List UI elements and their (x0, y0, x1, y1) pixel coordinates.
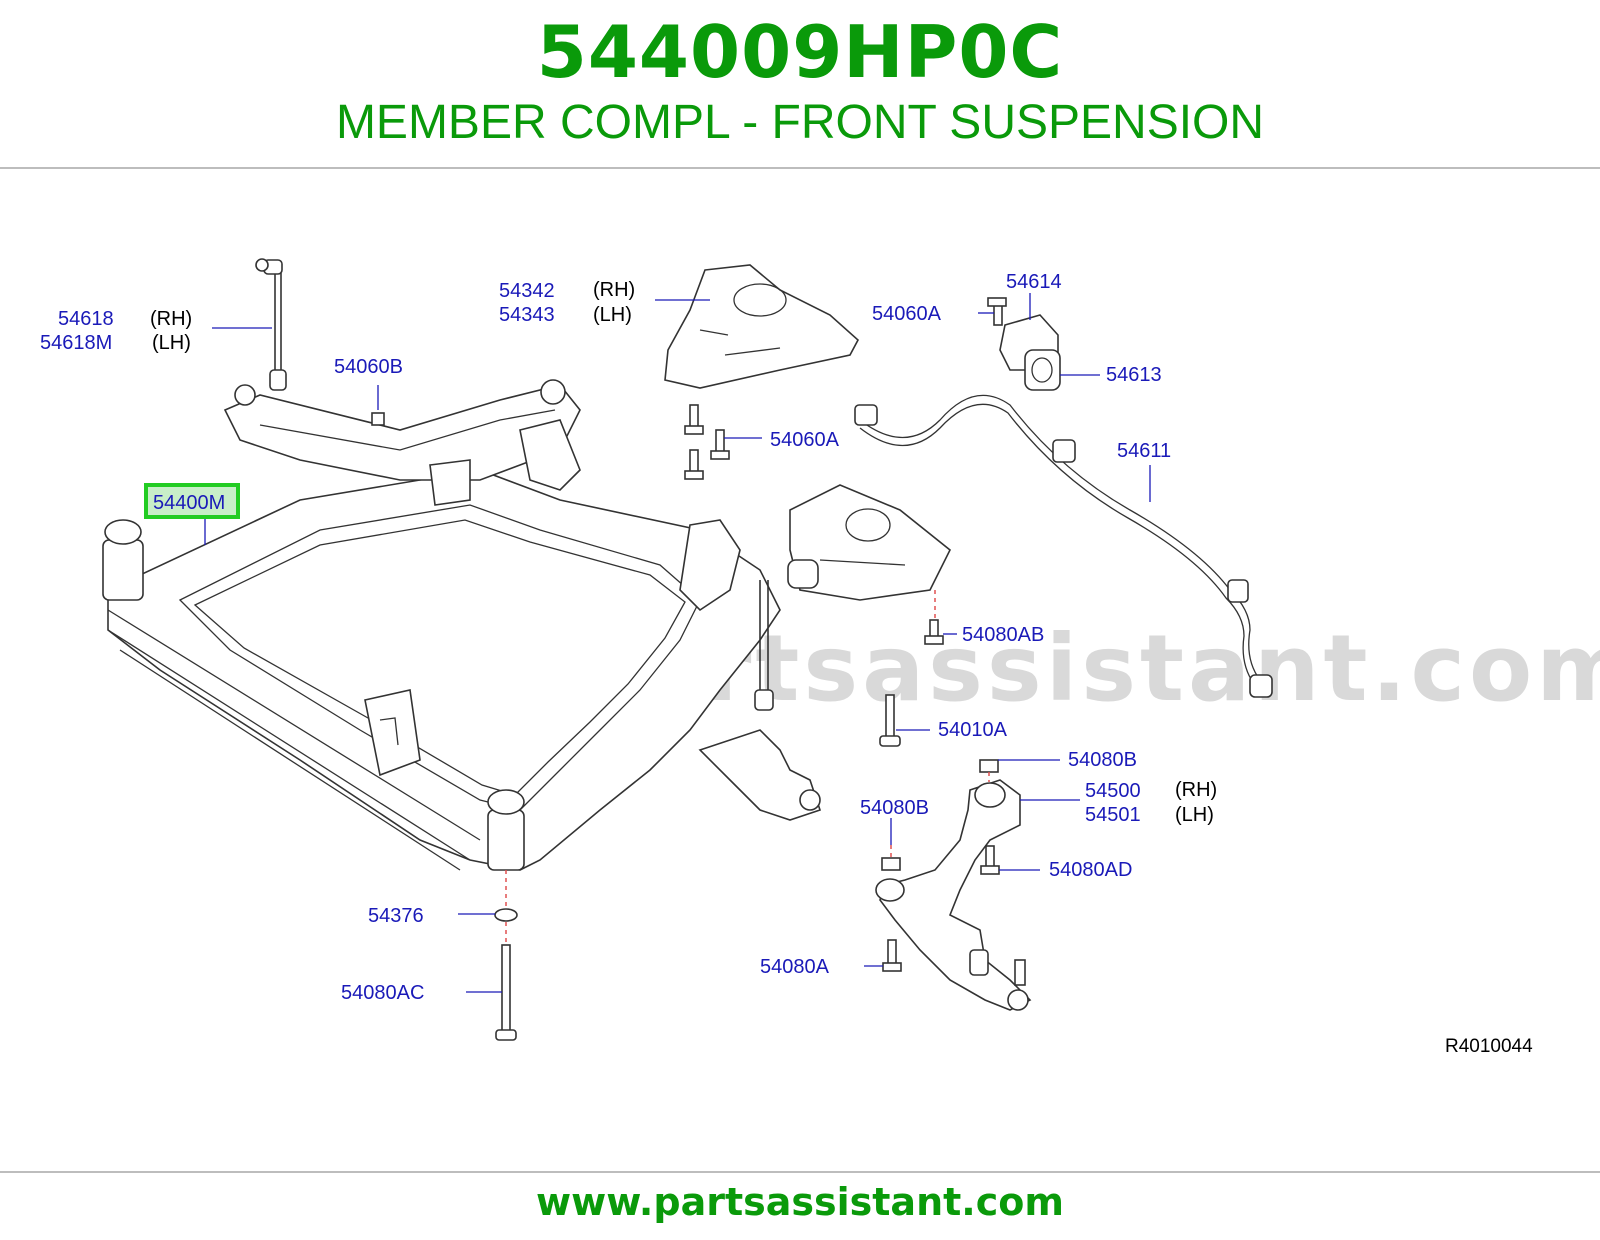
callout-54613[interactable]: 54613 (1106, 364, 1162, 386)
part-description: MEMBER COMPL - FRONT SUSPENSION (335, 96, 1265, 149)
callout-54501[interactable]: 54501 (1085, 804, 1141, 826)
header-divider (0, 167, 1600, 169)
footer-divider (0, 1171, 1600, 1173)
stabilizer-bar-54611 (854, 394, 1273, 698)
callout-54080AC[interactable]: 54080AC (341, 982, 424, 1004)
footer-url-link[interactable]: www.partsassistant.com (536, 1180, 1064, 1224)
callout-54060B[interactable]: 54060B (334, 356, 403, 378)
stabilizer-link-54618 (255, 258, 287, 391)
callout-54614[interactable]: 54614 (1006, 271, 1062, 293)
callout-54500[interactable]: 54500 (1085, 780, 1141, 802)
highlight-box-54400M (144, 483, 240, 519)
side-rh-54500: (RH) (1175, 779, 1217, 801)
callout-54611[interactable]: 54611 (1117, 440, 1171, 462)
washer-54376 (494, 870, 518, 922)
callout-54342[interactable]: 54342 (499, 280, 555, 302)
callout-54080B-left[interactable]: 54080B (860, 797, 929, 819)
callout-54080AD[interactable]: 54080AD (1049, 859, 1132, 881)
side-rh-54618: (RH) (150, 308, 192, 330)
subframe-member-drawing (102, 379, 781, 871)
side-lh-54343: (LH) (593, 304, 632, 326)
callout-54060A-top[interactable]: 54060A (872, 303, 942, 325)
callout-54080A[interactable]: 54080A (760, 956, 830, 978)
callout-54080AB[interactable]: 54080AB (962, 624, 1044, 646)
callout-54060A-mid[interactable]: 54060A (770, 429, 840, 451)
bolt-54010A (879, 694, 901, 747)
callout-54618M[interactable]: 54618M (40, 332, 112, 354)
callout-54618[interactable]: 54618 (58, 308, 114, 330)
stabilizer-link-installed (754, 559, 819, 711)
bolt-54060A-set (684, 297, 1007, 480)
nut-54060B (371, 412, 385, 426)
callout-54376[interactable]: 54376 (368, 905, 424, 927)
callout-54343[interactable]: 54343 (499, 304, 555, 326)
reinforcement-plate-54342 (664, 264, 860, 389)
bushing-54613 (1024, 349, 1061, 391)
parts-diagram: www.partsassistant.com (40, 258, 1600, 1057)
side-lh-54618M: (LH) (152, 332, 191, 354)
callout-54400M[interactable]: 54400M (153, 492, 225, 514)
bolt-54080AD (980, 845, 1000, 875)
diagram-reference-code: R4010044 (1445, 1036, 1533, 1057)
callout-54010A[interactable]: 54010A (938, 719, 1008, 741)
nut-54080B-top (979, 759, 999, 782)
bolt-54080A (882, 939, 902, 972)
part-number-title: 544009HP0C (536, 10, 1064, 94)
side-rh-54342: (RH) (593, 279, 635, 301)
bolt-54080AB (924, 590, 944, 645)
nut-54080B-left (881, 845, 901, 871)
bolt-54080AC (495, 922, 517, 1041)
side-lh-54501: (LH) (1175, 804, 1214, 826)
lower-control-arm-54500 (875, 779, 1032, 1011)
callout-54080B-top[interactable]: 54080B (1068, 749, 1137, 771)
